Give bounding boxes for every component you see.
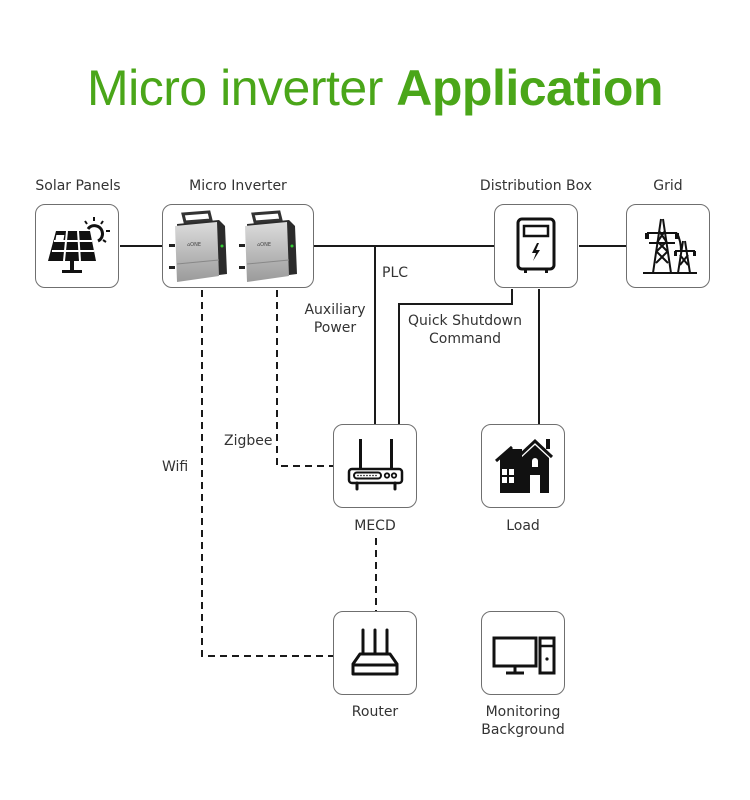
grid-label: Grid	[653, 178, 683, 194]
solar-panel-icon	[48, 217, 110, 273]
title-light: Micro inverter	[87, 60, 397, 116]
mecd-label: MECD	[354, 518, 396, 534]
quick-shutdown-line2: Command	[429, 331, 501, 347]
router-label: Router	[351, 704, 399, 720]
router-icon	[351, 628, 399, 676]
monitoring-label: Monitoring Background	[466, 703, 580, 739]
line-wifi	[201, 290, 333, 657]
monitoring-label-line2: Background	[481, 722, 565, 738]
monitoring-node[interactable]	[481, 611, 565, 695]
solar-panels-label: Solar Panels	[35, 178, 121, 194]
monitoring-label-line1: Monitoring	[485, 704, 561, 720]
mecd-gateway-icon	[347, 439, 404, 491]
quick-shutdown-line1: Quick Shutdown	[408, 313, 522, 329]
line-quick-shutdown	[398, 289, 513, 424]
wifi-label: Wifi	[162, 459, 189, 475]
router-node[interactable]	[333, 611, 417, 695]
grid-node[interactable]	[626, 204, 710, 288]
zigbee-label: Zigbee	[224, 433, 273, 449]
auxiliary-power-line2: Power	[313, 320, 357, 336]
distribution-box-icon	[516, 217, 556, 273]
svg-text:⌂ONE: ⌂ONE	[187, 242, 201, 248]
solar-panels-node[interactable]	[35, 204, 119, 288]
svg-text:⌂ONE: ⌂ONE	[257, 242, 271, 248]
title-bold: Application	[396, 60, 663, 116]
load-label: Load	[506, 518, 540, 534]
house-icon	[495, 438, 554, 493]
inverter-unit-1: ⌂ONE	[169, 210, 227, 282]
mecd-node[interactable]	[333, 424, 417, 508]
quick-shutdown-label: Quick Shutdown Command	[405, 312, 525, 348]
micro-inverter-icon: ⌂ONE ⌂ONE	[169, 210, 297, 282]
auxiliary-power-label: Auxiliary Power	[300, 301, 370, 337]
page-title: Micro inverter Application	[0, 58, 750, 118]
auxiliary-power-line1: Auxiliary	[304, 302, 366, 318]
plc-label: PLC	[382, 265, 409, 281]
distribution-box-label: Distribution Box	[479, 178, 593, 194]
desktop-computer-icon	[492, 636, 556, 675]
load-node[interactable]	[481, 424, 565, 508]
micro-inverter-node[interactable]: ⌂ONE ⌂ONE	[162, 204, 314, 288]
power-tower-icon	[643, 218, 697, 274]
inverter-unit-2: ⌂ONE	[239, 210, 297, 282]
micro-inverter-label: Micro Inverter	[189, 178, 287, 194]
distribution-box-node[interactable]	[494, 204, 578, 288]
